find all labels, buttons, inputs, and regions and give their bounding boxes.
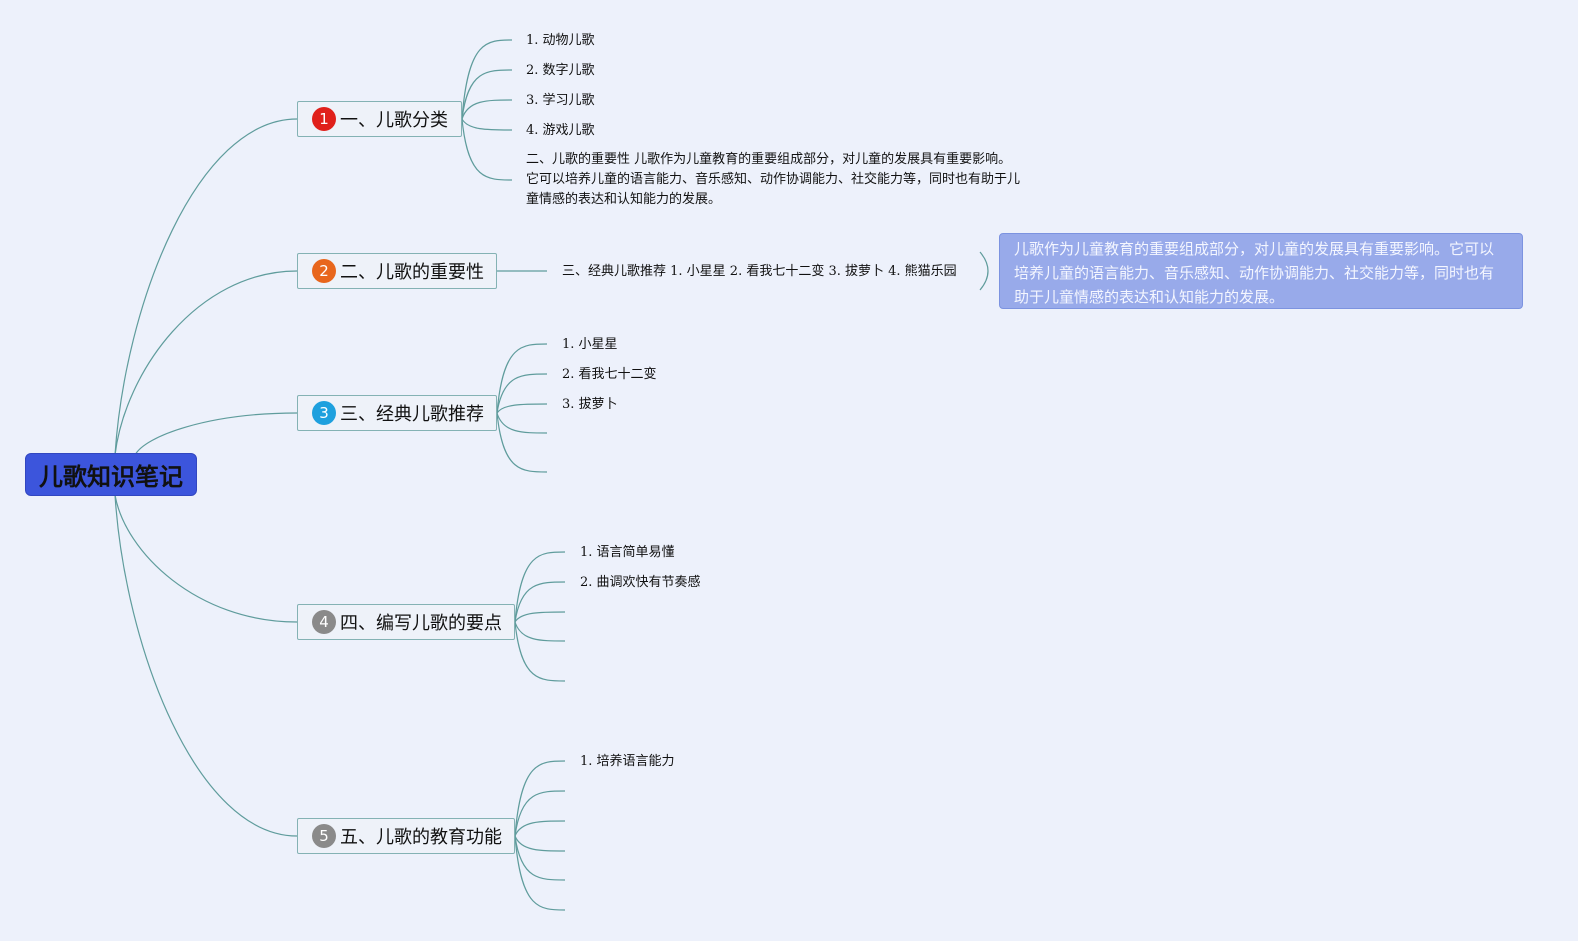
- branch5-link-3: [514, 835, 566, 852]
- branch3-link-3: [496, 412, 548, 434]
- branch3-link-4: [496, 412, 548, 473]
- branch4-link-0: [514, 551, 566, 623]
- root-topic[interactable]: 儿歌知识笔记: [25, 453, 197, 496]
- branch4-link-3: [514, 621, 566, 642]
- branch5-link-2: [514, 820, 566, 837]
- number-badge: 2: [312, 259, 336, 283]
- branch-topic-3[interactable]: 3 三、经典儿歌推荐: [297, 395, 497, 431]
- branch3-link-1: [496, 373, 548, 414]
- subtopic[interactable]: 1. 语言简单易懂: [580, 545, 675, 560]
- branch-label: 五、儿歌的教育功能: [340, 827, 502, 848]
- branch1-link-4: [461, 118, 513, 181]
- number-badge: 4: [312, 610, 336, 634]
- branch-label: 四、编写儿歌的要点: [340, 613, 502, 634]
- number-badge: 5: [312, 824, 336, 848]
- subtopic[interactable]: 3. 学习儿歌: [526, 93, 595, 108]
- branch5-link-4: [514, 835, 566, 881]
- number-badge: 3: [312, 401, 336, 425]
- subtopic[interactable]: 1. 小星星: [562, 337, 618, 352]
- subtopic[interactable]: 4. 游戏儿歌: [526, 123, 595, 138]
- subtopic[interactable]: 3. 拔萝卜: [562, 397, 618, 412]
- branch-topic-1[interactable]: 1 一、儿歌分类: [297, 101, 462, 137]
- callout-bracket: [979, 251, 989, 291]
- subtopic[interactable]: 1. 动物儿歌: [526, 33, 595, 48]
- callout-note[interactable]: 儿歌作为儿童教育的重要组成部分，对儿童的发展具有重要影响。它可以培养儿童的语言能…: [999, 233, 1523, 309]
- root-link-1: [114, 118, 298, 456]
- branch4-link-4: [514, 621, 566, 682]
- branch3-link-0: [496, 343, 548, 414]
- number-badge: 1: [312, 107, 336, 131]
- subtopic[interactable]: 2. 数字儿歌: [526, 63, 595, 78]
- branch-label: 三、经典儿歌推荐: [340, 404, 484, 425]
- branch5-link-0: [514, 760, 566, 837]
- branch4-link-1: [514, 581, 566, 623]
- branch-label: 一、儿歌分类: [340, 110, 448, 131]
- branch5-link-5: [514, 835, 566, 911]
- branch-topic-2[interactable]: 2 二、儿歌的重要性: [297, 253, 497, 289]
- subtopic[interactable]: 1. 培养语言能力: [580, 754, 675, 769]
- branch4-link-2: [514, 611, 566, 623]
- branch-label: 二、儿歌的重要性: [340, 262, 484, 283]
- subtopic[interactable]: 三、经典儿歌推荐 1. 小星星 2. 看我七十二变 3. 拔萝卜 4. 熊猫乐园: [562, 264, 957, 279]
- branch1-link-3: [461, 118, 513, 131]
- root-link-5: [114, 494, 298, 837]
- root-link-4: [114, 494, 298, 623]
- subtopic[interactable]: 二、儿歌的重要性 儿歌作为儿童教育的重要组成部分，对儿童的发展具有重要影响。它可…: [526, 152, 1021, 207]
- branch1-link-0: [461, 39, 513, 120]
- branch3-link-2: [496, 403, 548, 414]
- subtopic[interactable]: 2. 看我七十二变: [562, 367, 657, 382]
- branch-topic-5[interactable]: 5 五、儿歌的教育功能: [297, 818, 515, 854]
- root-link-3: [134, 412, 298, 456]
- branch1-link-2: [461, 99, 513, 120]
- branch-topic-4[interactable]: 4 四、编写儿歌的要点: [297, 604, 515, 640]
- branch5-link-1: [514, 790, 566, 837]
- root-link-2: [114, 270, 298, 456]
- branch1-link-1: [461, 69, 513, 120]
- subtopic[interactable]: 2. 曲调欢快有节奏感: [580, 575, 701, 590]
